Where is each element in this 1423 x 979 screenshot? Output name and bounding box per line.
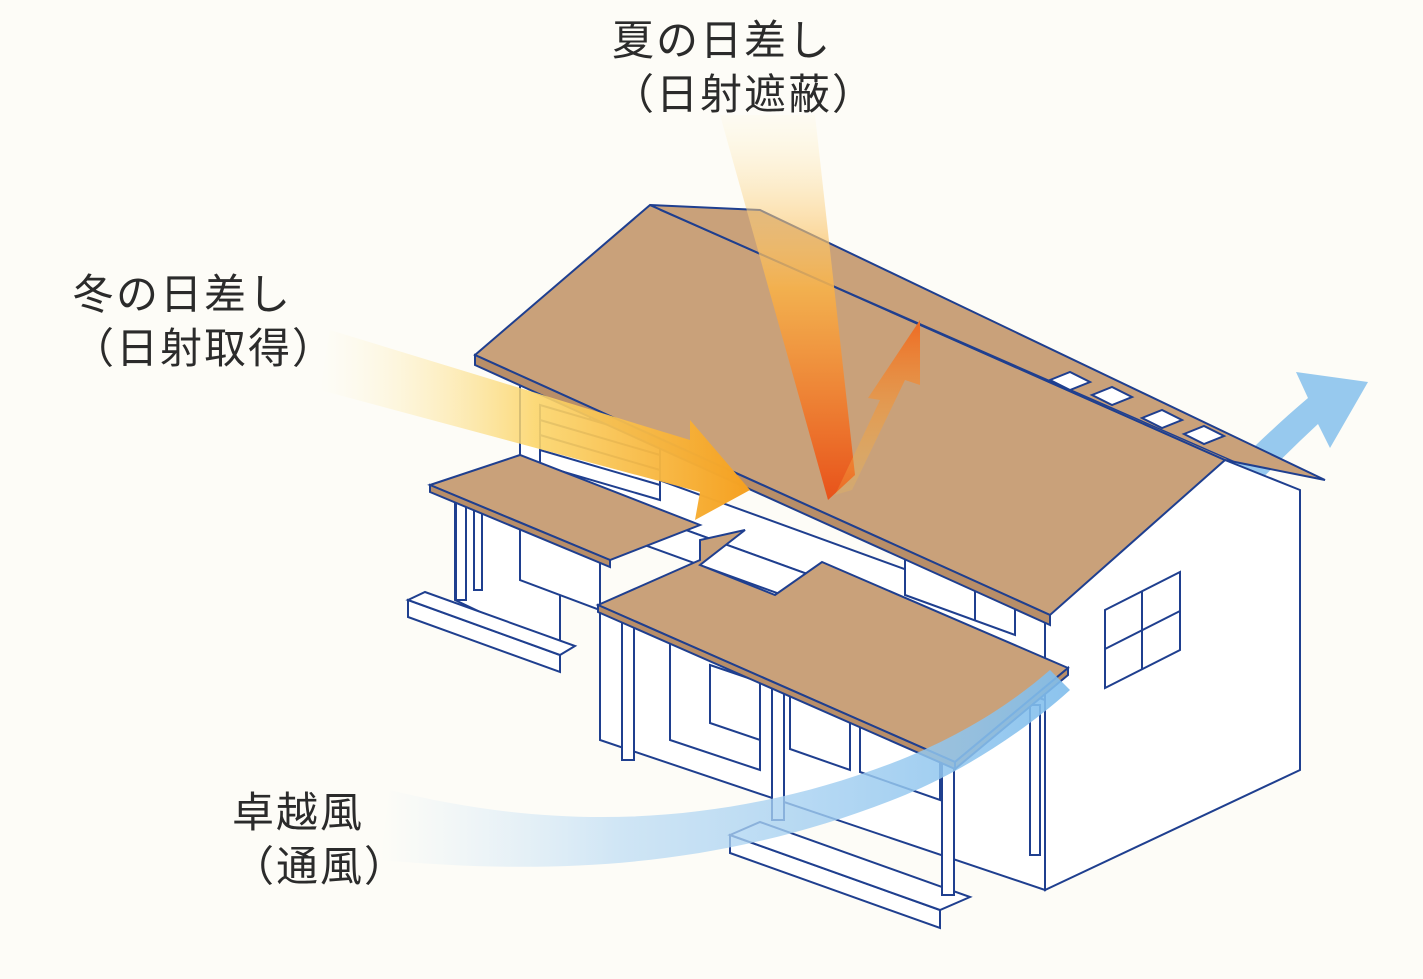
summer-reflection-arrow <box>835 320 920 495</box>
wind-arrow <box>380 670 1070 867</box>
summer-sun-label: 夏の日差し （日射遮蔽） <box>612 14 876 122</box>
summer-sun-title: 夏の日差し <box>612 16 833 65</box>
left-porch-deck <box>405 590 578 674</box>
roof-skylights <box>1047 370 1227 446</box>
winter-sun-label: 冬の日差し （日射取得） <box>72 268 336 376</box>
summer-sun-arrow <box>720 115 855 500</box>
winter-sun-subtitle: （日射取得） <box>72 324 337 373</box>
prevailing-wind-label: 卓越風 （通風） <box>232 786 408 894</box>
summer-sun-subtitle: （日射遮蔽） <box>612 70 877 119</box>
winter-sun-arrow <box>320 330 750 520</box>
winter-sun-title: 冬の日差し <box>72 270 293 319</box>
prevailing-wind-subtitle: （通風） <box>232 842 409 891</box>
prevailing-wind-title: 卓越風 <box>232 788 365 837</box>
left-lower-roof <box>427 453 703 569</box>
gable-window <box>1104 570 1181 690</box>
